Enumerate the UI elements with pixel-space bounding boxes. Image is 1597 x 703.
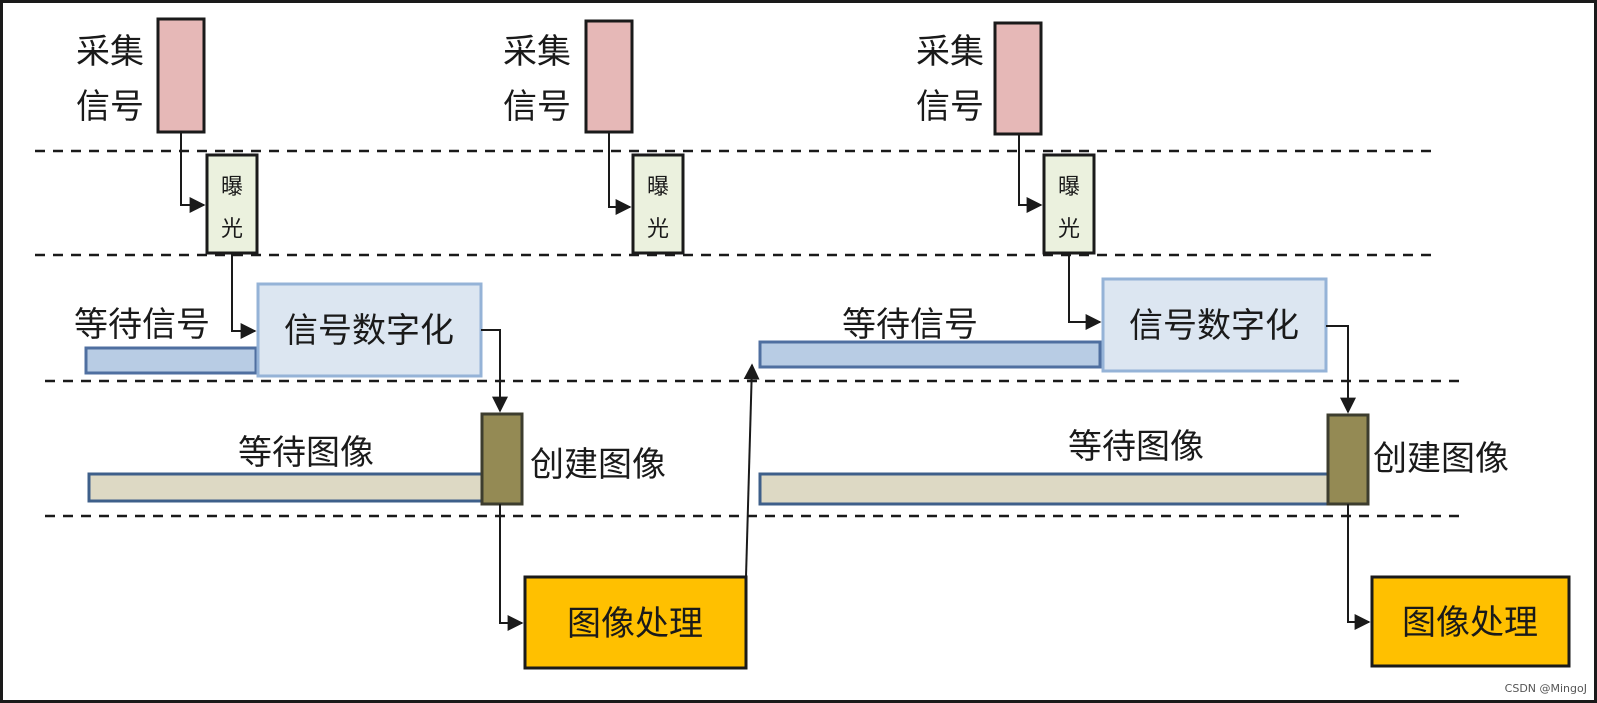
exposure-label-1-char1: 曝 [221,175,243,200]
exposure-block-2 [631,153,685,255]
acquire-label-3-line1: 采集 [916,32,984,72]
arrow-exposure-to-digitize-3 [1068,253,1102,330]
wait-image-bar-1 [87,472,484,503]
exposure-label-2-char1: 曝 [647,175,669,200]
digitize-label-1: 信号数字化 [284,311,454,351]
acquire-label-1-line2: 信号 [76,87,144,127]
watermark-text: CSDN @MingoJ [1504,682,1587,695]
process-image-label-1: 图像处理 [567,604,703,644]
process-image-label-3: 图像处理 [1402,603,1538,643]
cycle-3: 采集 信号 曝 光 等待信号 信号数字化 等待图像 创建图像 图像处理 [758,21,1571,668]
create-image-label-1: 创建图像 [530,445,666,485]
arrow-digitize-to-create-3 [1326,325,1356,414]
acquire-label-2-line2: 信号 [503,87,571,127]
cycle-2: 采集 信号 曝 光 [503,19,685,255]
process-image-block-1 [523,575,748,670]
exposure-label-2-char2: 光 [647,217,669,242]
wait-image-label-3: 等待图像 [1068,427,1204,467]
create-image-block-1 [480,412,524,506]
arrow-create-to-process-1 [499,504,524,631]
acquire-label-2-line1: 采集 [503,32,571,72]
arrow-acquire-to-exposure-2 [608,132,632,215]
wait-signal-label-1: 等待信号 [74,305,210,345]
wait-image-label-1: 等待图像 [238,433,374,473]
wait-signal-bar-3 [758,340,1102,369]
process-image-block-3 [1370,575,1571,668]
acquire-signal-block-2 [584,19,634,134]
digitize-label-3: 信号数字化 [1129,306,1299,346]
exposure-label-1-char2: 光 [221,217,243,242]
acquire-label-3-line2: 信号 [916,87,984,127]
arrow-exposure-to-digitize-1 [231,253,257,339]
create-image-block-3 [1326,413,1370,506]
acquire-signal-block-1 [156,17,206,134]
wait-image-bar-3 [758,472,1330,506]
cycle-1: 采集 信号 曝 光 等待信号 信号数字化 等待图像 创建图像 图像处理 [74,17,760,670]
exposure-label-3-char1: 曝 [1058,175,1080,200]
arrow-acquire-to-exposure-3 [1018,134,1043,213]
wait-signal-label-3: 等待信号 [842,305,978,345]
create-image-label-3: 创建图像 [1373,439,1509,479]
exposure-block-3 [1042,153,1096,255]
acquire-label-1-line1: 采集 [76,32,144,72]
acquire-signal-block-3 [993,21,1043,136]
wait-signal-bar-1 [84,346,258,375]
arrow-create-to-process-3 [1347,504,1371,630]
arrow-process-to-next-cycle [743,363,760,578]
arrow-acquire-to-exposure-1 [180,132,206,213]
exposure-label-3-char2: 光 [1058,217,1080,242]
arrow-digitize-to-create-1 [481,329,508,413]
digitize-block-3 [1101,277,1328,373]
